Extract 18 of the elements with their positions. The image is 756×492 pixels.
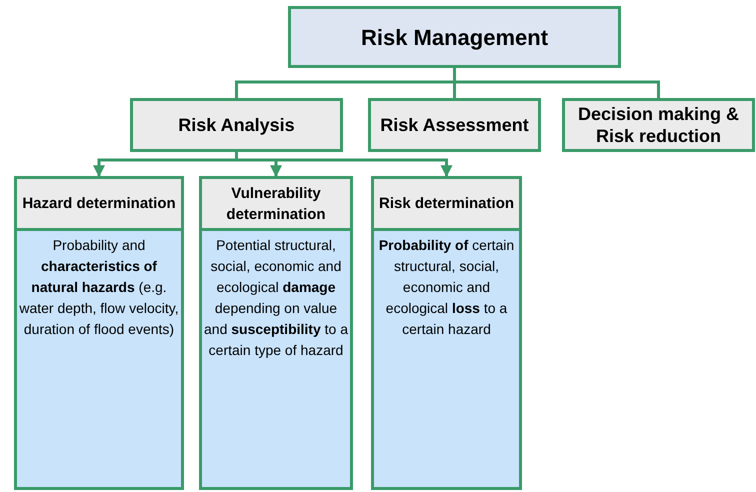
- card-heading: Hazard determination: [22, 194, 176, 214]
- box-title: Risk Assessment: [380, 114, 529, 136]
- box-title: Risk Analysis: [178, 114, 295, 136]
- process-card: [371, 176, 522, 490]
- process-card: [14, 176, 184, 490]
- process-box: [288, 6, 621, 68]
- process-box: [562, 98, 755, 152]
- box-title: Risk Management: [360, 24, 548, 52]
- card-heading: Vulnerability determination: [225, 184, 327, 224]
- card-description: Potential structural, social, economic and ecological damage depending on value and susceptibility to a certain type of hazard: [203, 236, 349, 360]
- box-title: Decision making & Risk reduction: [576, 103, 740, 147]
- process-box: [368, 98, 541, 152]
- process-card: [199, 176, 353, 490]
- card-description: Probability of certain structural, social, economic and ecological loss to a certain hazard: [378, 236, 516, 339]
- card-description: Probability and characteristics of natural hazards (e.g. water depth, flow velocity, duration of flood events): [18, 236, 180, 339]
- card-heading: Risk determination: [378, 194, 514, 214]
- process-box: [130, 98, 343, 152]
- arrow: [235, 152, 452, 178]
